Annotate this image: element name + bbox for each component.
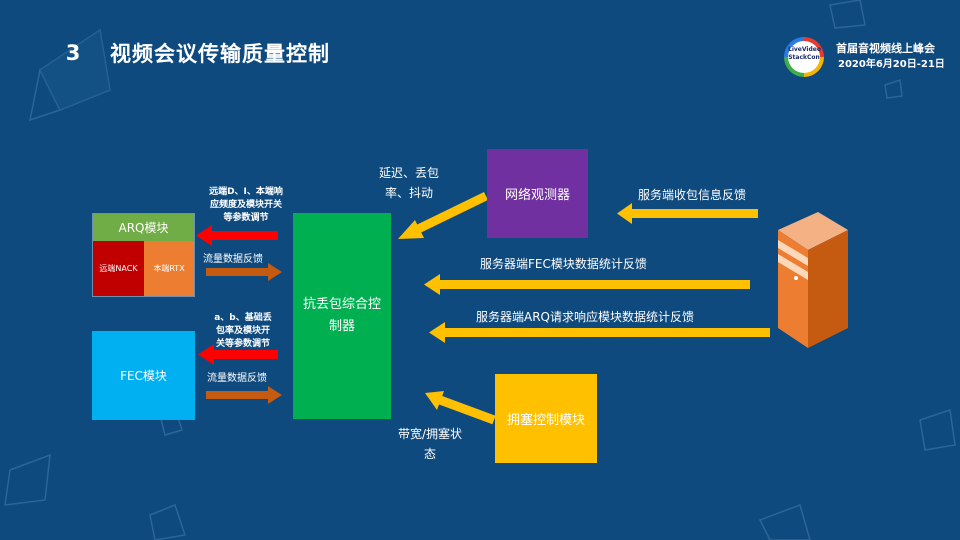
fec-param-arrow (198, 344, 278, 365)
fec-flow-arrow (206, 386, 282, 404)
congestion-to-controller-arrow (425, 391, 496, 425)
conference-logo: LiveVideo StackCon (784, 37, 824, 77)
fec-flow-feedback-label: 流量数据反馈 (207, 373, 267, 384)
server-arq-feedback-label: 服务器端ARQ请求响应模块数据统计反馈 (476, 310, 694, 324)
arq-params-line-1: 远端D、I、本端响 (209, 187, 283, 197)
conference-name: 首届音视频线上峰会 (836, 42, 935, 55)
anti-loss-controller: 抗丢包综合控制器 (293, 213, 391, 419)
page-title: 视频会议传输质量控制 (110, 42, 330, 66)
congestion-control-module: 拥塞控制模块 (495, 374, 597, 463)
decor-polygon-4 (149, 504, 186, 540)
bandwidth-congestion-label: 带宽/拥塞状 态 (398, 424, 462, 464)
arq-flow-feedback-label: 流量数据反馈 (203, 254, 263, 265)
arq-module-title: ARQ模块 (93, 214, 194, 241)
arq-module: ARQ模块 远端NACK 本端RTX (92, 213, 195, 297)
arq-param-arrow (196, 225, 278, 246)
bandwidth-congestion-line-1: 带宽/拥塞状 (398, 427, 463, 441)
conference-date: 2020年6月20日-21日 (838, 59, 945, 70)
server-icon (778, 212, 848, 348)
decor-polygon-3 (4, 453, 51, 506)
decor-polygon-9 (919, 409, 956, 451)
server-recv-feedback-label: 服务端收包信息反馈 (638, 188, 747, 202)
fec-params-line-3: 关等参数调节 (215, 339, 270, 349)
arq-local-rtx: 本端RTX (144, 241, 194, 296)
fec-params-line-2: 包率及模块开 (215, 326, 270, 336)
logo-text-3: Stack (788, 54, 807, 61)
arq-params-line-3: 等参数调节 (223, 213, 269, 223)
fec-params-label: a、b、基础丢 包率及模块开 关等参数调节 (198, 312, 288, 351)
logo-text-2: Video (801, 46, 821, 53)
fec-module: FEC模块 (92, 331, 195, 420)
delay-loss-jitter-line-2: 率、抖动 (385, 186, 434, 200)
delay-loss-jitter-label: 延迟、丢包 率、抖动 (379, 163, 439, 203)
decor-polygon-7 (884, 78, 903, 99)
arq-remote-nack: 远端NACK (93, 241, 144, 296)
logo-text-1: Live (788, 46, 802, 53)
arq-flow-arrow (206, 263, 282, 281)
arq-params-label: 远端D、I、本端响 应频度及模块开关 等参数调节 (196, 186, 296, 225)
decor-polygon-6 (829, 0, 866, 29)
arq-params-line-2: 应频度及模块开关 (209, 200, 282, 210)
bandwidth-congestion-line-2: 态 (424, 447, 437, 461)
delay-loss-jitter-line-1: 延迟、丢包 (379, 166, 440, 180)
server-arq-feedback-arrow (429, 322, 770, 343)
fec-params-line-1: a、b、基础丢 (214, 313, 272, 323)
decor-polygon-8 (758, 504, 811, 540)
logo-text-4: Con (807, 54, 820, 61)
server-fec-feedback-label: 服务器端FEC模块数据统计反馈 (480, 257, 647, 271)
server-fec-feedback-arrow (424, 274, 750, 295)
network-observer: 网络观测器 (487, 149, 588, 238)
server-recv-feedback-arrow (617, 203, 758, 224)
section-number: 3 (65, 41, 81, 65)
observer-to-controller-arrow (398, 191, 488, 239)
